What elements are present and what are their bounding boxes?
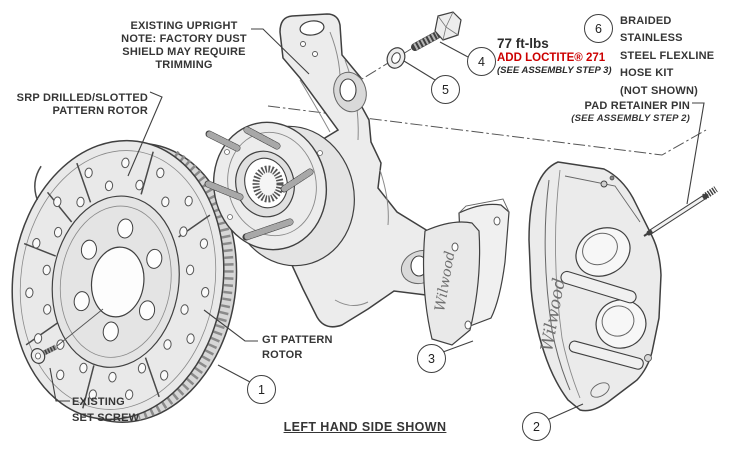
pad-retainer-title: PAD RETAINER PIN — [584, 100, 690, 112]
callout-balloon-1: 1 — [247, 375, 276, 404]
hose-kit-line: STAINLESS — [620, 32, 683, 45]
set-screw-line: SET SCREW — [72, 412, 140, 424]
loctite-note: ADD LOCTITE® 271 — [497, 52, 606, 64]
callout-balloon-3: 3 — [417, 344, 446, 373]
hub-knuckle-illustration — [204, 13, 448, 328]
pad-retainer-step: (SEE ASSEMBLY STEP 2) — [571, 113, 690, 124]
callout-balloon-4: 4 — [467, 47, 496, 76]
gt-rotor-line: ROTOR — [262, 349, 303, 361]
set-screw-label: EXISTING SET SCREW — [72, 394, 139, 426]
upright-note-line: TRIMMING — [155, 59, 213, 71]
upright-note-line: EXISTING UPRIGHT — [130, 20, 238, 32]
set-screw-line: EXISTING — [72, 396, 125, 408]
srp-rotor-line: SRP DRILLED/SLOTTED — [16, 92, 148, 104]
hose-kit-line: BRAIDED — [620, 15, 672, 27]
pad-retainer-pin-illustration — [643, 186, 718, 237]
mount-bolt-illustration — [411, 11, 462, 51]
caliper-illustration: Wilwood — [528, 161, 662, 412]
callout-balloon-2: 2 — [522, 412, 551, 441]
torque-note: 77 ft-lbs ADD LOCTITE® 271 (SEE ASSEMBLY… — [497, 36, 612, 76]
pad-retainer-label: PAD RETAINER PIN (SEE ASSEMBLY STEP 2) — [540, 100, 690, 125]
hose-kit-line: (NOT SHOWN) — [620, 84, 698, 97]
srp-rotor-label: SRP DRILLED/SLOTTED PATTERN ROTOR — [8, 92, 148, 118]
brake-pads-illustration: Wilwood — [422, 198, 510, 346]
footer-note: LEFT HAND SIDE SHOWN — [283, 420, 447, 434]
leader-lines — [49, 28, 705, 421]
washer-illustration — [386, 47, 406, 69]
torque-value: 77 ft-lbs — [497, 36, 549, 51]
hose-kit-line: HOSE KIT — [620, 67, 674, 80]
upright-note-label: EXISTING UPRIGHT NOTE: FACTORY DUST SHIE… — [104, 20, 264, 72]
upright-note-line: NOTE: FACTORY DUST — [121, 33, 247, 45]
hose-kit-label: BRAIDED STAINLESS STEEL FLEXLINE HOSE KI… — [620, 13, 714, 100]
callout-balloon-6: 6 — [584, 14, 613, 43]
set-screw-illustration — [30, 308, 104, 364]
upright-note-line: SHIELD MAY REQUIRE — [122, 46, 246, 58]
gt-rotor-label: GT PATTERN ROTOR — [262, 333, 333, 363]
assembly-step-note: (SEE ASSEMBLY STEP 3) — [497, 65, 612, 76]
hose-kit-line: STEEL FLEXLINE — [620, 49, 715, 62]
callout-balloon-5: 5 — [431, 75, 460, 104]
gt-rotor-line: GT PATTERN — [262, 334, 333, 346]
srp-rotor-line: PATTERN ROTOR — [52, 105, 148, 117]
